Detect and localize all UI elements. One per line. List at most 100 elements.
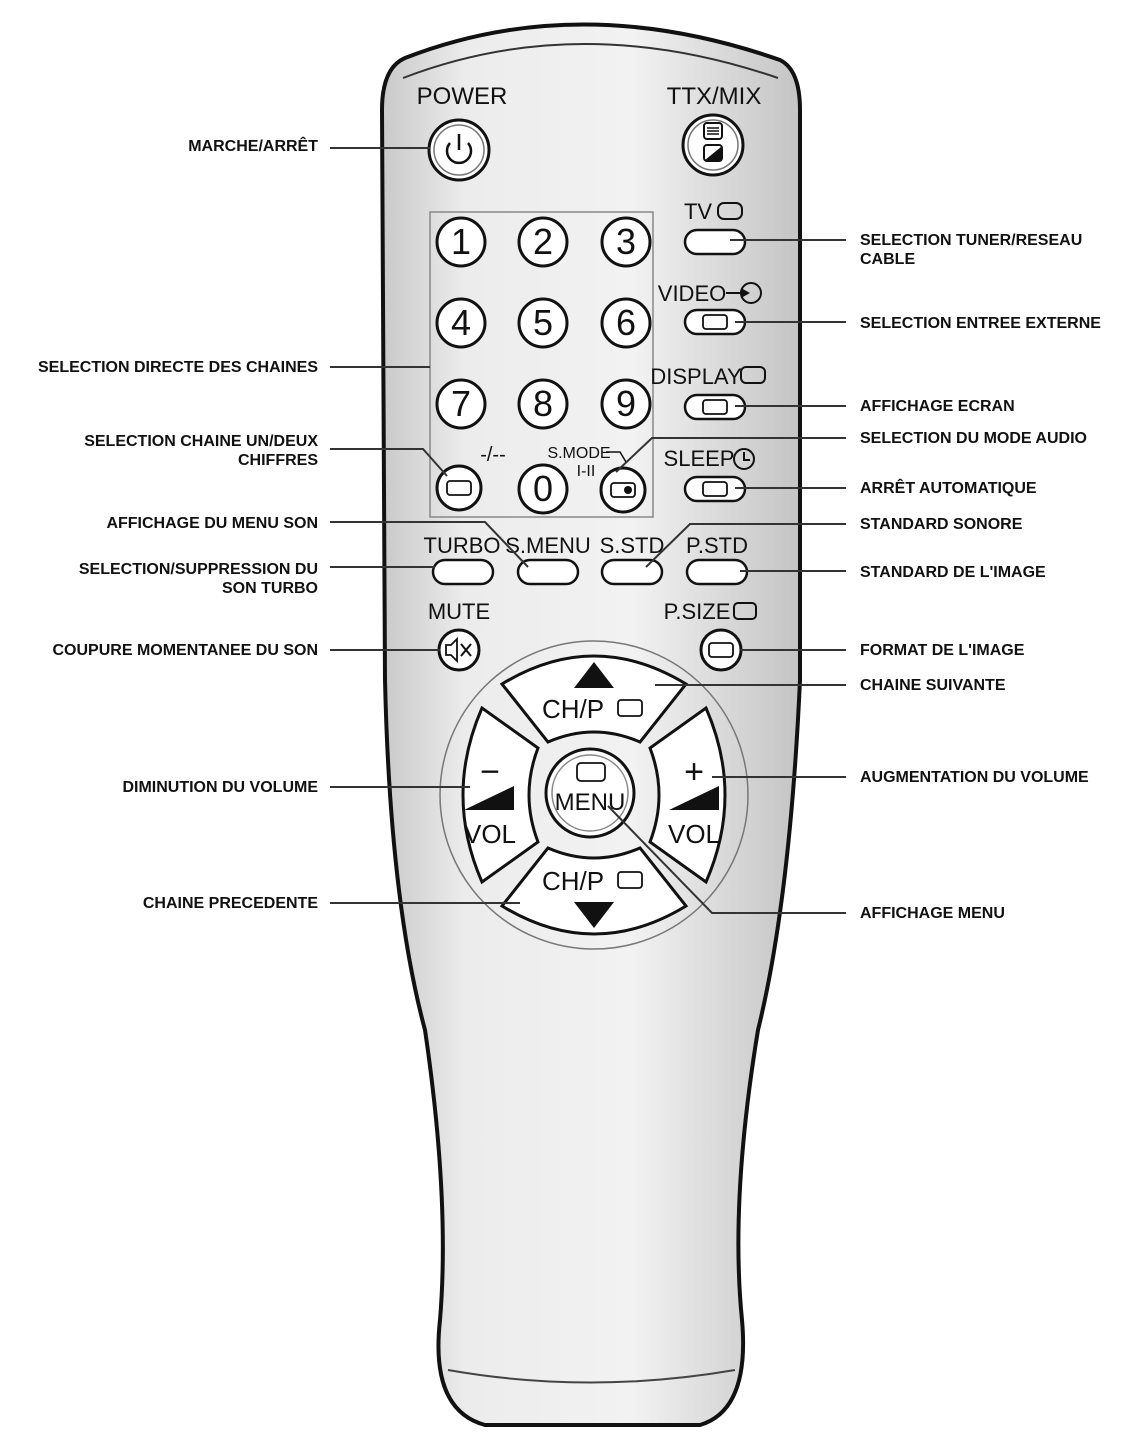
digit-mode-button[interactable] xyxy=(435,464,483,512)
sleep-label: SLEEP xyxy=(664,446,735,471)
digit-key-1[interactable]: 1 xyxy=(435,216,487,268)
digit-key-label: 4 xyxy=(451,302,471,343)
digit-key-label: 8 xyxy=(533,383,553,424)
power-label: POWER xyxy=(417,83,508,110)
callout-arret-auto: ARRÊT AUTOMATIQUE xyxy=(860,480,1037,497)
vol-up-button[interactable]: + VOL xyxy=(648,705,727,885)
callout-selection-directe: SELECTION DIRECTE DES CHAINES xyxy=(37,359,318,376)
digit-key-8[interactable]: 8 xyxy=(517,378,569,430)
chp-down-button[interactable]: CH/P xyxy=(499,846,689,936)
smenu-label: S.MENU xyxy=(505,533,591,558)
info-icon xyxy=(702,399,728,415)
digit-key-4[interactable]: 4 xyxy=(435,297,487,349)
smode-label: S.MODE xyxy=(547,445,610,462)
smode-bracket xyxy=(606,451,627,463)
digit-key-2[interactable]: 2 xyxy=(517,216,569,268)
callout-line: SELECTION TUNER/RESEAU xyxy=(860,232,1083,249)
callout-mode-audio: SELECTION DU MODE AUDIO xyxy=(860,430,1087,447)
psize-label: P.SIZE xyxy=(664,599,731,624)
leader-line xyxy=(607,805,846,914)
smode-sub-label: I-II xyxy=(577,463,596,480)
smenu-button[interactable] xyxy=(516,558,580,586)
callout-marche-arret: MARCHE/ARRÊT xyxy=(188,138,318,155)
nav-ring xyxy=(439,640,749,950)
volume-ramp-icon xyxy=(669,786,719,810)
chp-up-label: CH/P xyxy=(542,694,604,724)
power-icon xyxy=(445,134,473,165)
callout-tuner: SELECTION TUNER/RESEAU CABLE xyxy=(860,231,1082,269)
callout-line: SON TURBO xyxy=(222,580,318,597)
remote-bottom-cap xyxy=(447,1369,736,1384)
callout-affichage-menu: AFFICHAGE MENU xyxy=(860,905,1005,922)
callout-standard-sonore: STANDARD SONORE xyxy=(860,516,1023,533)
callout-affichage-menu-son: AFFICHAGE DU MENU SON xyxy=(106,515,318,532)
ttx-mix-button[interactable] xyxy=(681,113,745,177)
leader-line xyxy=(330,448,448,477)
callout-augmentation-volume: AUGMENTATION DU VOLUME xyxy=(860,769,1089,786)
turbo-button[interactable] xyxy=(431,558,495,586)
sleep-timer-icon xyxy=(702,481,728,497)
sound-mode-icon xyxy=(610,482,636,498)
mute-label: MUTE xyxy=(428,599,490,624)
sstd-button[interactable] xyxy=(600,558,664,586)
digit-key-5[interactable]: 5 xyxy=(517,297,569,349)
vol-left-label: VOL xyxy=(464,819,516,849)
smode-button[interactable] xyxy=(599,466,647,514)
menu-button[interactable]: MENU xyxy=(544,747,636,839)
leader-lines-left xyxy=(330,147,529,904)
remote-rim xyxy=(402,43,779,79)
digit-mode-icon xyxy=(446,480,472,496)
arrow-down-icon xyxy=(574,902,614,928)
external-input-icon xyxy=(726,282,762,304)
digit-mode-label: -/-- xyxy=(480,444,506,466)
menu-info-icon xyxy=(576,762,606,782)
pstd-button[interactable] xyxy=(685,558,749,586)
vol-plus-sign: + xyxy=(684,753,704,791)
digit-key-3[interactable]: 3 xyxy=(600,216,652,268)
chp-down-label: CH/P xyxy=(542,866,604,896)
digit-key-label: 9 xyxy=(616,383,636,424)
leader-line xyxy=(330,521,529,568)
keypad-frame xyxy=(429,211,654,518)
aspect-icon xyxy=(733,602,757,620)
tv-label: TV xyxy=(684,199,712,224)
callout-entree-externe: SELECTION ENTREE EXTERNE xyxy=(860,315,1101,332)
chp-up-button[interactable]: CH/P xyxy=(499,654,689,744)
mute-button[interactable] xyxy=(437,628,481,672)
callout-line: SELECTION/SUPPRESSION DU xyxy=(78,561,318,578)
chp-up-icon xyxy=(617,699,643,717)
callout-affichage-ecran: AFFICHAGE ECRAN xyxy=(860,398,1015,415)
tv-icon xyxy=(717,202,743,220)
power-button[interactable] xyxy=(427,118,491,182)
callout-format-image: FORMAT DE L'IMAGE xyxy=(860,642,1025,659)
digit-key-label: 6 xyxy=(616,302,636,343)
sstd-label: S.STD xyxy=(600,533,665,558)
digit-key-label: 0 xyxy=(533,468,553,509)
callout-line: CHIFFRES xyxy=(238,452,318,469)
psize-button[interactable] xyxy=(699,628,743,672)
pstd-label: P.STD xyxy=(686,533,748,558)
vol-right-label: VOL xyxy=(668,819,720,849)
digit-key-7[interactable]: 7 xyxy=(435,378,487,430)
picture-size-icon xyxy=(708,642,734,658)
leader-lines-right xyxy=(607,239,846,914)
callout-selection-chaine: SELECTION CHAINE UN/DEUX CHIFFRES xyxy=(84,432,318,470)
digit-key-6[interactable]: 6 xyxy=(600,297,652,349)
tv-button[interactable] xyxy=(683,228,747,256)
digit-key-0[interactable]: 0 xyxy=(517,463,569,515)
display-label: DISPLAY xyxy=(650,364,742,389)
turbo-label: TURBO xyxy=(424,533,501,558)
digit-key-label: 2 xyxy=(533,221,553,262)
callout-line: CABLE xyxy=(860,251,916,268)
callout-chaine-precedente: CHAINE PRECEDENTE xyxy=(142,895,318,912)
callout-chaine-suivante: CHAINE SUIVANTE xyxy=(860,677,1006,694)
chp-down-icon xyxy=(617,871,643,889)
leader-line xyxy=(645,523,846,568)
callout-line: SELECTION CHAINE UN/DEUX xyxy=(84,433,318,450)
digit-key-label: 3 xyxy=(616,221,636,262)
callout-coupure-son: COUPURE MOMENTANEE DU SON xyxy=(52,642,319,659)
digit-key-9[interactable]: 9 xyxy=(600,378,652,430)
ttx-mix-label: TTX/MIX xyxy=(667,83,762,110)
vol-down-button[interactable]: − VOL xyxy=(461,705,540,885)
